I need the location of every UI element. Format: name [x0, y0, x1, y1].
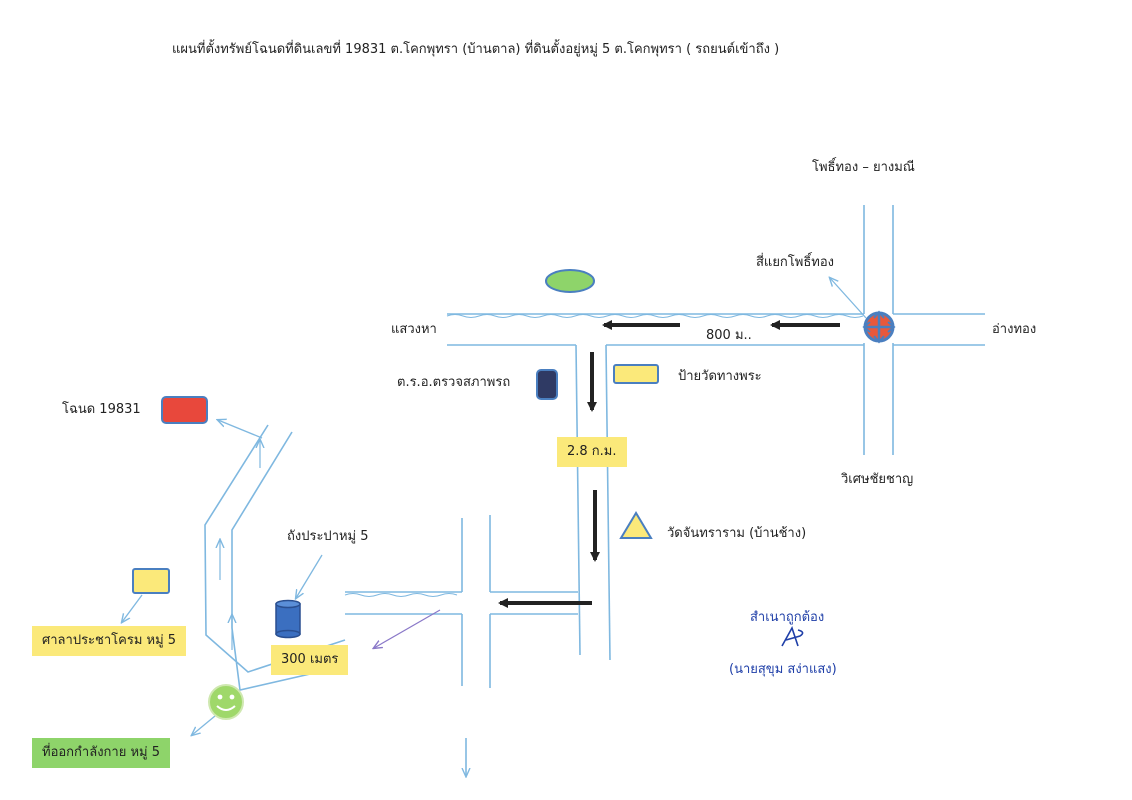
distance-800-label: 800 ม.. — [706, 328, 752, 343]
route-arrows — [498, 320, 840, 608]
road-diagonal-outer — [204, 424, 346, 673]
road-main-wave — [446, 314, 864, 318]
road-south-left-edge — [575, 344, 581, 656]
certification-text: สำเนาถูกต้อง — [750, 610, 825, 625]
distance-28km-badge: 2.8 ก.ม. — [557, 437, 627, 467]
intersection-icon — [862, 310, 896, 344]
deed-label: โฉนด 19831 — [62, 402, 141, 417]
pointer-water-tank — [296, 554, 323, 598]
road-label-north: โพธิ์ทอง – ยางมณี — [812, 160, 915, 175]
temple-sign-label: ป้ายวัดทางพระ — [678, 369, 762, 384]
pointer-intersection — [830, 278, 867, 319]
smiley-icon — [208, 684, 244, 720]
exercise-area-badge: ที่ออกกำลังกาย หมู่ 5 — [32, 738, 171, 768]
distance-300m-badge: 300 เมตร — [271, 645, 349, 675]
road-branch-wave — [344, 593, 458, 597]
temple-sign-icon — [613, 364, 659, 384]
pointer-pavilion — [122, 594, 143, 622]
road-south-right-edge — [605, 344, 611, 661]
pavilion-sign-icon — [132, 568, 170, 594]
pointer-arrows — [122, 278, 867, 735]
deed-marker-icon — [161, 396, 208, 424]
intersection-label: สี่แยกโพธิ์ทอง — [756, 255, 835, 270]
pointer-exercise — [192, 715, 216, 735]
pointer-deed — [218, 420, 263, 439]
road-label-south: วิเศษชัยชาญ — [841, 472, 914, 487]
road-label-west: แสวงหา — [391, 322, 437, 337]
green-ellipse-marker — [545, 269, 595, 293]
temple-label: วัดจันทราราม (บ้านช้าง) — [667, 526, 807, 541]
water-tank-icon — [275, 599, 301, 639]
pavilion-badge: ศาลาประชาโครม หมู่ 5 — [32, 626, 187, 656]
signature-mark — [781, 626, 804, 647]
diagonal-route-arrows — [220, 440, 441, 650]
temple-triangle-icon — [619, 511, 653, 539]
page-title: แผนที่ตั้งทรัพย์โฉนดที่ดินเลขที่ 19831 ต… — [172, 42, 780, 57]
police-checkpoint-icon — [536, 369, 558, 400]
road-label-east: อ่างทอง — [992, 322, 1037, 337]
police-checkpoint-label: ต.ร.อ.ตรวจสภาพรถ — [397, 375, 511, 390]
water-tank-label: ถังประปาหมู่ 5 — [287, 529, 369, 544]
roads — [204, 205, 985, 776]
certification-name: (นายสุขุม สง่าแสง) — [729, 662, 837, 677]
